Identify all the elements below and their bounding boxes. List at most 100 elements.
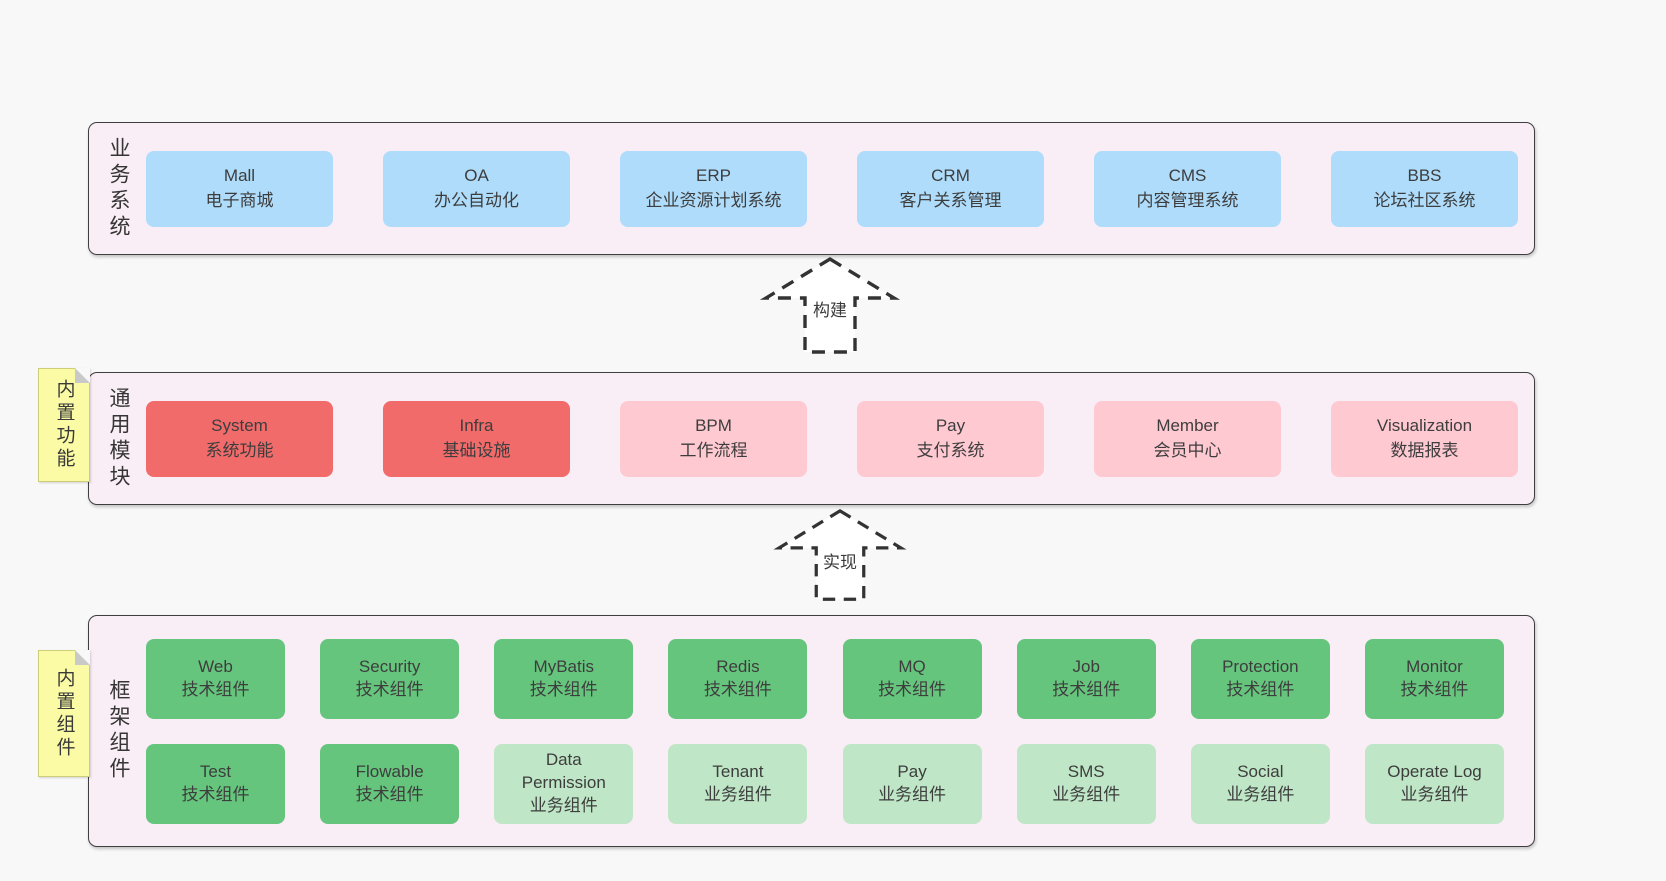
box-name: CRM: [931, 165, 970, 185]
box-redis: Redis 技术组件: [668, 638, 808, 719]
build-arrow-label: 构建: [810, 296, 850, 321]
box-pay: Pay 支付系统: [857, 400, 1044, 477]
box-member: Member 会员中心: [1094, 400, 1281, 477]
box-mq: MQ 技术组件: [842, 638, 982, 719]
box-desc: 技术组件: [181, 679, 250, 699]
box-desc: 业务组件: [529, 795, 598, 815]
layer-framework-components: 框架组件 Web 技术组件 Security 技术组件 MyBatis 技术组件…: [88, 615, 1535, 847]
box-name: Redis: [716, 656, 760, 676]
box-security: Security 技术组件: [320, 638, 460, 719]
box-desc: 业务组件: [878, 784, 947, 804]
box-name: Mall: [223, 165, 256, 185]
box-desc: 技术组件: [703, 679, 772, 699]
box-desc: 工作流程: [679, 440, 748, 460]
box-oa: OA 办公自动化: [383, 150, 570, 227]
box-data-permission: Data Permission 业务组件: [494, 743, 634, 824]
box-name: MyBatis: [533, 656, 595, 676]
box-name: CMS: [1168, 165, 1207, 185]
box-mall: Mall 电子商城: [146, 150, 333, 227]
box-name: BBS: [1407, 165, 1442, 185]
box-desc: 支付系统: [916, 440, 985, 460]
box-desc: 技术组件: [878, 679, 947, 699]
box-bpm: BPM 工作流程: [620, 400, 807, 477]
note-text: 内置组件: [53, 667, 75, 760]
box-name: MQ: [898, 656, 926, 676]
business-boxes-row: Mall 电子商城 OA 办公自动化 ERP 企业资源计划系统 CRM 客户关系…: [146, 123, 1518, 254]
box-name: Infra: [459, 415, 494, 435]
box-sms: SMS 业务组件: [1016, 743, 1156, 824]
box-system: System 系统功能: [146, 400, 333, 477]
layer-common-modules: 通用模块 System 系统功能 Infra 基础设施 BPM 工作流程 Pay…: [88, 372, 1535, 505]
box-name: Flowable: [355, 761, 424, 781]
box-name: Tenant: [712, 761, 764, 781]
framework-boxes-grid: Web 技术组件 Security 技术组件 MyBatis 技术组件 Redi…: [146, 616, 1504, 846]
box-name: OA: [464, 165, 489, 185]
implement-arrow: 实现: [770, 508, 910, 603]
box-social: Social 业务组件: [1190, 743, 1330, 824]
box-name: Job: [1072, 656, 1100, 676]
box-pay-component: Pay 业务组件: [842, 743, 982, 824]
box-operate-log: Operate Log 业务组件: [1364, 743, 1504, 824]
build-arrow: 构建: [760, 256, 900, 356]
box-name: Visualization: [1376, 415, 1473, 435]
box-desc: 技术组件: [355, 784, 424, 804]
box-desc: 办公自动化: [434, 190, 519, 210]
built-in-features-note: 内置功能: [38, 368, 90, 482]
box-visualization: Visualization 数据报表: [1331, 400, 1518, 477]
box-desc: 客户关系管理: [899, 190, 1002, 210]
layer-modules-label: 通用模块: [107, 386, 130, 491]
box-name: SMS: [1067, 761, 1105, 781]
box-bbs: BBS 论坛社区系统: [1331, 150, 1518, 227]
box-name: System: [211, 415, 268, 435]
box-name: Social: [1237, 761, 1284, 781]
box-name: ERP: [696, 165, 731, 185]
box-name: Member: [1156, 415, 1219, 435]
box-desc: 业务组件: [1052, 784, 1121, 804]
box-desc: 数据报表: [1390, 440, 1459, 460]
box-name: Operate Log: [1387, 761, 1482, 781]
box-desc: 技术组件: [1052, 679, 1121, 699]
box-desc: 系统功能: [205, 440, 274, 460]
box-desc: 业务组件: [703, 784, 772, 804]
layer-business-label: 业务系统: [107, 136, 130, 241]
box-crm: CRM 客户关系管理: [857, 150, 1044, 227]
box-desc: 技术组件: [355, 679, 424, 699]
layer-business-systems: 业务系统 Mall 电子商城 OA 办公自动化 ERP 企业资源计划系统 CRM…: [88, 122, 1535, 255]
box-flowable: Flowable 技术组件: [320, 743, 460, 824]
box-monitor: Monitor 技术组件: [1364, 638, 1504, 719]
layer-framework-label: 框架组件: [107, 679, 130, 783]
box-erp: ERP 企业资源计划系统: [620, 150, 807, 227]
box-infra: Infra 基础设施: [383, 400, 570, 477]
box-desc: 企业资源计划系统: [645, 190, 782, 210]
box-name: Pay: [897, 761, 927, 781]
box-desc: 技术组件: [181, 784, 250, 804]
box-test: Test 技术组件: [146, 743, 285, 824]
box-desc: 内容管理系统: [1136, 190, 1239, 210]
note-text: 内置功能: [53, 379, 75, 471]
box-cms: CMS 内容管理系统: [1094, 150, 1281, 227]
box-desc: 会员中心: [1153, 440, 1222, 460]
box-name: Security: [358, 656, 421, 676]
box-mybatis: MyBatis 技术组件: [494, 638, 634, 719]
box-name: Test: [199, 761, 232, 781]
box-name: Data Permission: [521, 750, 606, 793]
box-protection: Protection 技术组件: [1190, 638, 1330, 719]
box-desc: 技术组件: [529, 679, 598, 699]
box-desc: 业务组件: [1400, 784, 1469, 804]
box-desc: 技术组件: [1400, 679, 1469, 699]
box-name: Protection: [1222, 656, 1299, 676]
built-in-components-note: 内置组件: [38, 650, 90, 777]
box-web: Web 技术组件: [146, 638, 285, 719]
box-name: BPM: [695, 415, 732, 435]
box-desc: 论坛社区系统: [1373, 190, 1476, 210]
box-desc: 技术组件: [1226, 679, 1295, 699]
box-name: Monitor: [1406, 656, 1463, 676]
box-job: Job 技术组件: [1016, 638, 1156, 719]
box-name: Pay: [935, 415, 966, 435]
box-desc: 基础设施: [442, 440, 511, 460]
modules-boxes-row: System 系统功能 Infra 基础设施 BPM 工作流程 Pay 支付系统…: [146, 373, 1518, 504]
box-desc: 业务组件: [1226, 784, 1295, 804]
implement-arrow-label: 实现: [820, 548, 860, 573]
box-name: Web: [198, 656, 233, 676]
